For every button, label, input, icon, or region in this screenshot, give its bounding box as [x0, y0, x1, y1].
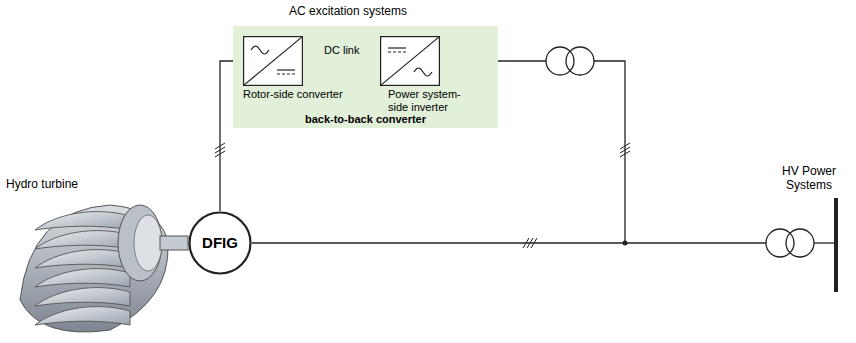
converter-label-slot: Rotor-side converter — [243, 88, 343, 101]
transformer-symbol — [546, 47, 594, 75]
junction-dot — [623, 241, 628, 246]
transformer-symbol — [766, 229, 814, 257]
generator-label-slot: DFIG — [188, 211, 252, 275]
three-phase-marks — [215, 143, 630, 248]
inverter-box: Power system-side inverter — [380, 36, 440, 86]
converter-caption-slot: back-to-back converter — [233, 113, 498, 126]
generator-circle: DFIG — [188, 211, 252, 275]
dc-link-label-slot: DC link — [324, 44, 359, 57]
converter-caption: back-to-back converter — [233, 113, 498, 126]
bus-bar — [834, 198, 838, 292]
hydro-turbine — [20, 205, 188, 332]
generator-label: DFIG — [202, 234, 238, 251]
inverter-label-slot: Power system-side inverter — [388, 88, 476, 113]
inverter-box-outline — [380, 36, 440, 86]
dc-link-label: DC link — [324, 44, 359, 57]
panel-heading: AC excitation systems — [233, 5, 463, 19]
inverter-label: Power system-side inverter — [388, 88, 476, 113]
converter-box: Rotor-side converter — [243, 36, 303, 86]
converter-label: Rotor-side converter — [243, 88, 343, 101]
excitation-panel: AC excitation systemsback-to-back conver… — [233, 26, 498, 128]
turbine-label-slot: Hydro turbine — [6, 178, 78, 192]
converter-box-outline — [243, 36, 303, 86]
grid-label-slot: HV Power Systems — [776, 165, 842, 193]
panel-heading-slot: AC excitation systems — [233, 5, 463, 19]
grid-label: HV Power Systems — [776, 165, 842, 193]
turbine-label: Hydro turbine — [6, 178, 78, 192]
